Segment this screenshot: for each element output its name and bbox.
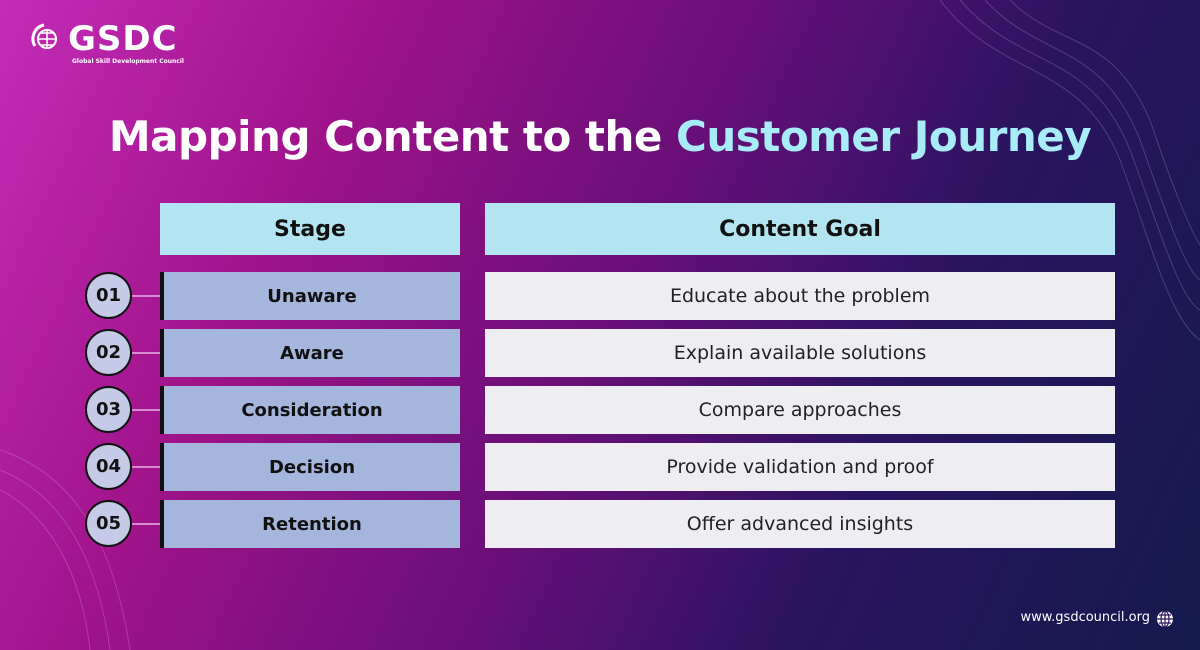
header-stage: Stage — [160, 203, 460, 255]
content-goal-cell: Offer advanced insights — [485, 500, 1115, 548]
step-number: 05 — [85, 500, 132, 547]
connector-line — [132, 352, 160, 354]
page-title: Mapping Content to the Customer Journey — [0, 112, 1200, 161]
connector-line — [132, 295, 160, 297]
title-part1: Mapping Content to the — [108, 112, 677, 161]
stage-cell: Retention — [160, 500, 460, 548]
content-goal-cell: Provide validation and proof — [485, 443, 1115, 491]
stage-cell: Unaware — [160, 272, 460, 320]
content-goal-cell: Explain available solutions — [485, 329, 1115, 377]
globe-icon — [1157, 610, 1173, 628]
logo-subtitle: Global Skill Development Council — [72, 58, 184, 65]
content-goal-cell: Educate about the problem — [485, 272, 1115, 320]
gsdc-logo: GSDC Global Skill Development Council — [30, 19, 184, 65]
website-url[interactable]: www.gsdcouncil.org — [1020, 610, 1150, 625]
stage-cell: Aware — [160, 329, 460, 377]
connector-line — [132, 523, 160, 525]
header-content-goal: Content Goal — [485, 203, 1115, 255]
title-highlight: Customer Journey — [676, 112, 1092, 161]
connector-line — [132, 409, 160, 411]
step-number: 03 — [85, 386, 132, 433]
logo-text: GSDC — [68, 19, 178, 59]
step-number: 01 — [85, 272, 132, 319]
step-number: 04 — [85, 443, 132, 490]
step-number: 02 — [85, 329, 132, 376]
globe-logo-icon — [31, 23, 57, 49]
content-goal-cell: Compare approaches — [485, 386, 1115, 434]
stage-cell: Consideration — [160, 386, 460, 434]
stage-cell: Decision — [160, 443, 460, 491]
connector-line — [132, 466, 160, 468]
